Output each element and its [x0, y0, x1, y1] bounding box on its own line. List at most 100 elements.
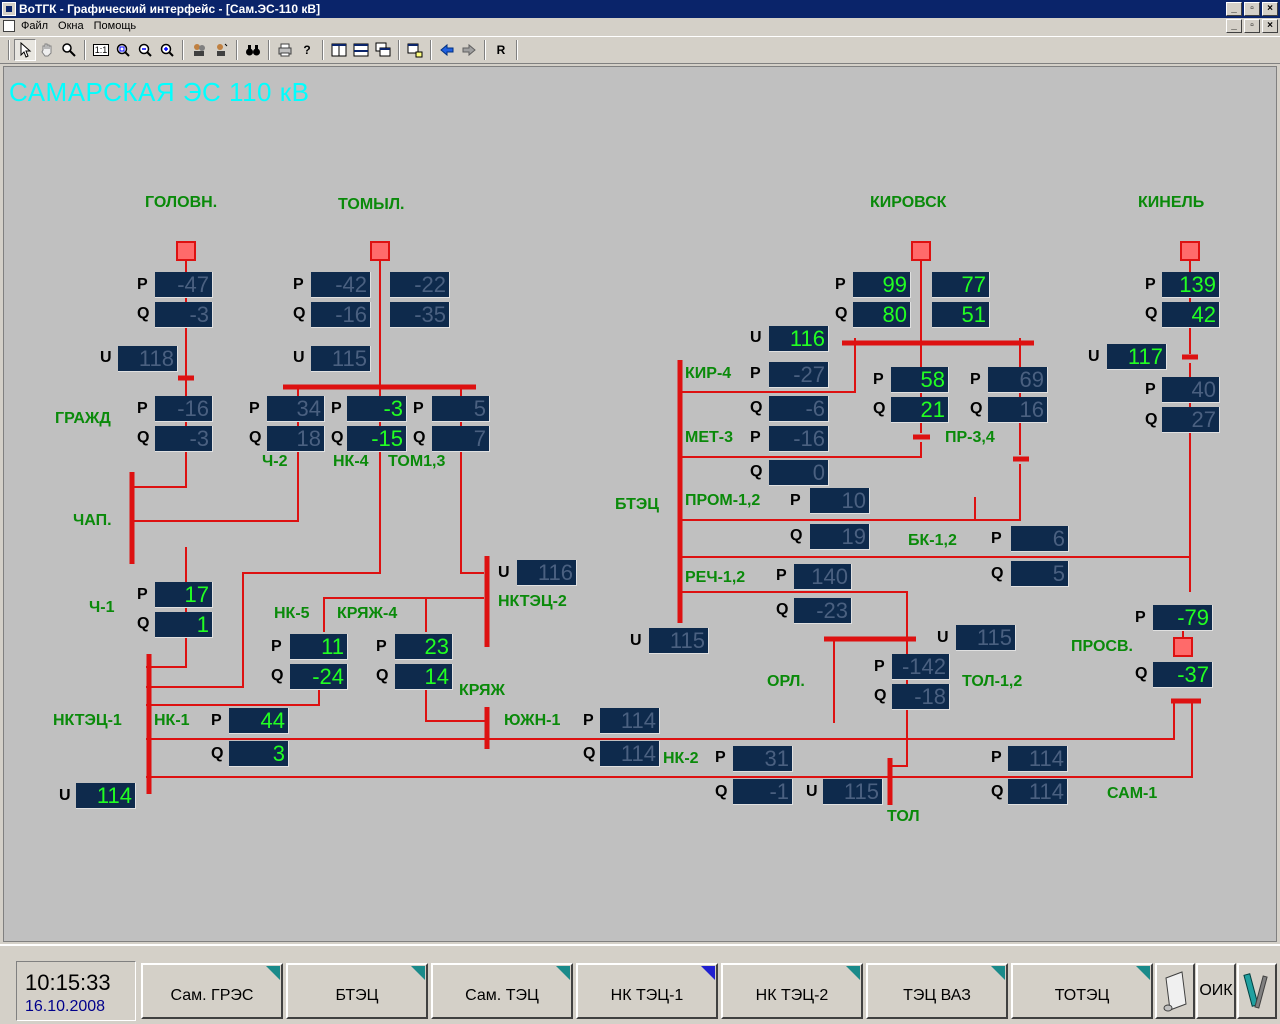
tile-vertical-button[interactable] [328, 39, 350, 61]
scroll-button[interactable] [1155, 963, 1195, 1019]
nktec2-u-value[interactable]: 116 [517, 560, 577, 586]
orl-u-value[interactable]: 115 [956, 625, 1016, 651]
nk1-q-value[interactable]: 3 [229, 741, 289, 767]
tomyl-u-value[interactable]: 115 [311, 346, 371, 372]
kirovsk-q-value[interactable]: 80 [853, 302, 911, 328]
nav-nk-tec1-button[interactable]: НК ТЭЦ-1 [576, 963, 718, 1019]
zoom-tool-button[interactable] [58, 39, 80, 61]
zoom-fit-button[interactable] [112, 39, 134, 61]
nk1-p-value[interactable]: 44 [229, 708, 289, 734]
tools-button[interactable] [1237, 963, 1277, 1019]
tile-horizontal-button[interactable] [350, 39, 372, 61]
close-button[interactable]: × [1262, 2, 1278, 16]
pr-q-value[interactable]: 21 [891, 397, 949, 423]
kinel-q2-value[interactable]: 27 [1162, 407, 1220, 433]
nav-nk-tec2-button[interactable]: НК ТЭЦ-2 [721, 963, 863, 1019]
rech12-q-value[interactable]: -23 [794, 598, 852, 624]
kinel-q-value[interactable]: 42 [1162, 302, 1220, 328]
prosv-source[interactable] [1173, 637, 1193, 657]
zoom-in-button[interactable] [156, 39, 178, 61]
tomyl-p-value[interactable]: -42 [311, 272, 371, 298]
print-button[interactable] [274, 39, 296, 61]
kinel-u-value[interactable]: 117 [1107, 344, 1167, 370]
met3-q-value[interactable]: 0 [769, 460, 829, 486]
sam1-q-value[interactable]: 114 [1008, 779, 1068, 805]
tomyl-q2-value[interactable]: -35 [390, 302, 450, 328]
nav-btec-button[interactable]: БТЭЦ [286, 963, 428, 1019]
menu-windows[interactable]: Окна [58, 20, 84, 32]
kirovsk-source[interactable] [911, 241, 931, 261]
rech12-p-value[interactable]: 140 [794, 564, 852, 590]
golovn-p-value[interactable]: -47 [155, 272, 213, 298]
restore-button[interactable]: ▫ [1244, 2, 1260, 16]
tomyl-q-value[interactable]: -16 [311, 302, 371, 328]
grazhd-q-value[interactable]: -3 [155, 426, 213, 452]
kryazh4-p-value[interactable]: 23 [395, 634, 453, 660]
nav-sam-gres-button[interactable]: Сам. ГРЭС [141, 963, 283, 1019]
actual-size-button[interactable]: 1:1 [90, 39, 112, 61]
nav-tec-vaz-button[interactable]: ТЭЦ ВАЗ [866, 963, 1008, 1019]
tomyl-p2-value[interactable]: -22 [390, 272, 450, 298]
ch2-q-value[interactable]: 18 [267, 426, 325, 452]
help-button[interactable]: ? [296, 39, 318, 61]
tom13-p-value[interactable]: 5 [432, 396, 490, 422]
prom12-p-value[interactable]: 10 [810, 488, 870, 514]
pr-q2-value[interactable]: 16 [988, 397, 1048, 423]
yuzhn1-p-value[interactable]: 114 [600, 708, 660, 734]
zoom-out-button[interactable] [134, 39, 156, 61]
tom13-q-value[interactable]: 7 [432, 426, 490, 452]
nk4-p-value[interactable]: -3 [347, 396, 407, 422]
yuzhn1-q-value[interactable]: 114 [600, 741, 660, 767]
bk12-q-value[interactable]: 5 [1011, 561, 1069, 587]
user-settings-button[interactable] [210, 39, 232, 61]
nk4-q-value[interactable]: -15 [347, 426, 407, 452]
nktec1-u-value[interactable]: 114 [76, 783, 136, 809]
kirovsk-q2-value[interactable]: 51 [932, 302, 990, 328]
kinel-p2-value[interactable]: 40 [1162, 377, 1220, 403]
kinel-p-value[interactable]: 139 [1162, 272, 1220, 298]
document-icon[interactable] [3, 20, 15, 32]
refresh-r-button[interactable]: R [490, 39, 512, 61]
bk12-p-value[interactable]: 6 [1011, 526, 1069, 552]
nk2-q-value[interactable]: -1 [733, 779, 793, 805]
prom12-q-value[interactable]: 19 [810, 524, 870, 550]
ch2-p-value[interactable]: 34 [267, 396, 325, 422]
window-list-button[interactable] [404, 39, 426, 61]
kirovsk-u-value[interactable]: 116 [769, 326, 829, 352]
minimize-button[interactable]: _ [1226, 2, 1242, 16]
mdi-minimize-button[interactable]: _ [1226, 19, 1242, 33]
prosv-p-value[interactable]: -79 [1153, 605, 1213, 631]
grazhd-u-value[interactable]: 118 [118, 346, 178, 372]
kryazh4-q-value[interactable]: 14 [395, 664, 453, 690]
pan-tool-button[interactable] [36, 39, 58, 61]
oik-button[interactable]: ОИК [1196, 963, 1236, 1019]
kinel-source[interactable] [1180, 241, 1200, 261]
ch1-p-value[interactable]: 17 [155, 582, 213, 608]
kirovsk-p-value[interactable]: 99 [853, 272, 911, 298]
pr-p-value[interactable]: 58 [891, 367, 949, 393]
pointer-tool-button[interactable] [14, 39, 36, 61]
pr-p2-value[interactable]: 69 [988, 367, 1048, 393]
nav-sam-tec-button[interactable]: Сам. ТЭЦ [431, 963, 573, 1019]
golovn-source[interactable] [176, 241, 196, 261]
cascade-button[interactable] [372, 39, 394, 61]
grazhd-p-value[interactable]: -16 [155, 396, 213, 422]
mdi-restore-button[interactable]: ▫ [1244, 19, 1260, 33]
mdi-close-button[interactable]: × [1262, 19, 1278, 33]
nk2-p-value[interactable]: 31 [733, 746, 793, 772]
find-button[interactable] [242, 39, 264, 61]
nav-totec-button[interactable]: ТОТЭЦ [1011, 963, 1153, 1019]
menu-help[interactable]: Помощь [93, 20, 137, 32]
nk5-q-value[interactable]: -24 [290, 664, 348, 690]
tol12-p-value[interactable]: -142 [892, 654, 950, 680]
prosv-q-value[interactable]: -37 [1153, 662, 1213, 688]
kirovsk-p2-value[interactable]: 77 [932, 272, 990, 298]
menu-file[interactable]: Файл [21, 20, 49, 32]
users-button[interactable] [188, 39, 210, 61]
tol12-q-value[interactable]: -18 [892, 684, 950, 710]
golovn-q-value[interactable]: -3 [155, 302, 213, 328]
ch1-q-value[interactable]: 1 [155, 612, 213, 638]
btec-u-value[interactable]: 115 [649, 628, 709, 654]
tol-u-value[interactable]: 115 [823, 779, 883, 805]
sam1-p-value[interactable]: 114 [1008, 746, 1068, 772]
